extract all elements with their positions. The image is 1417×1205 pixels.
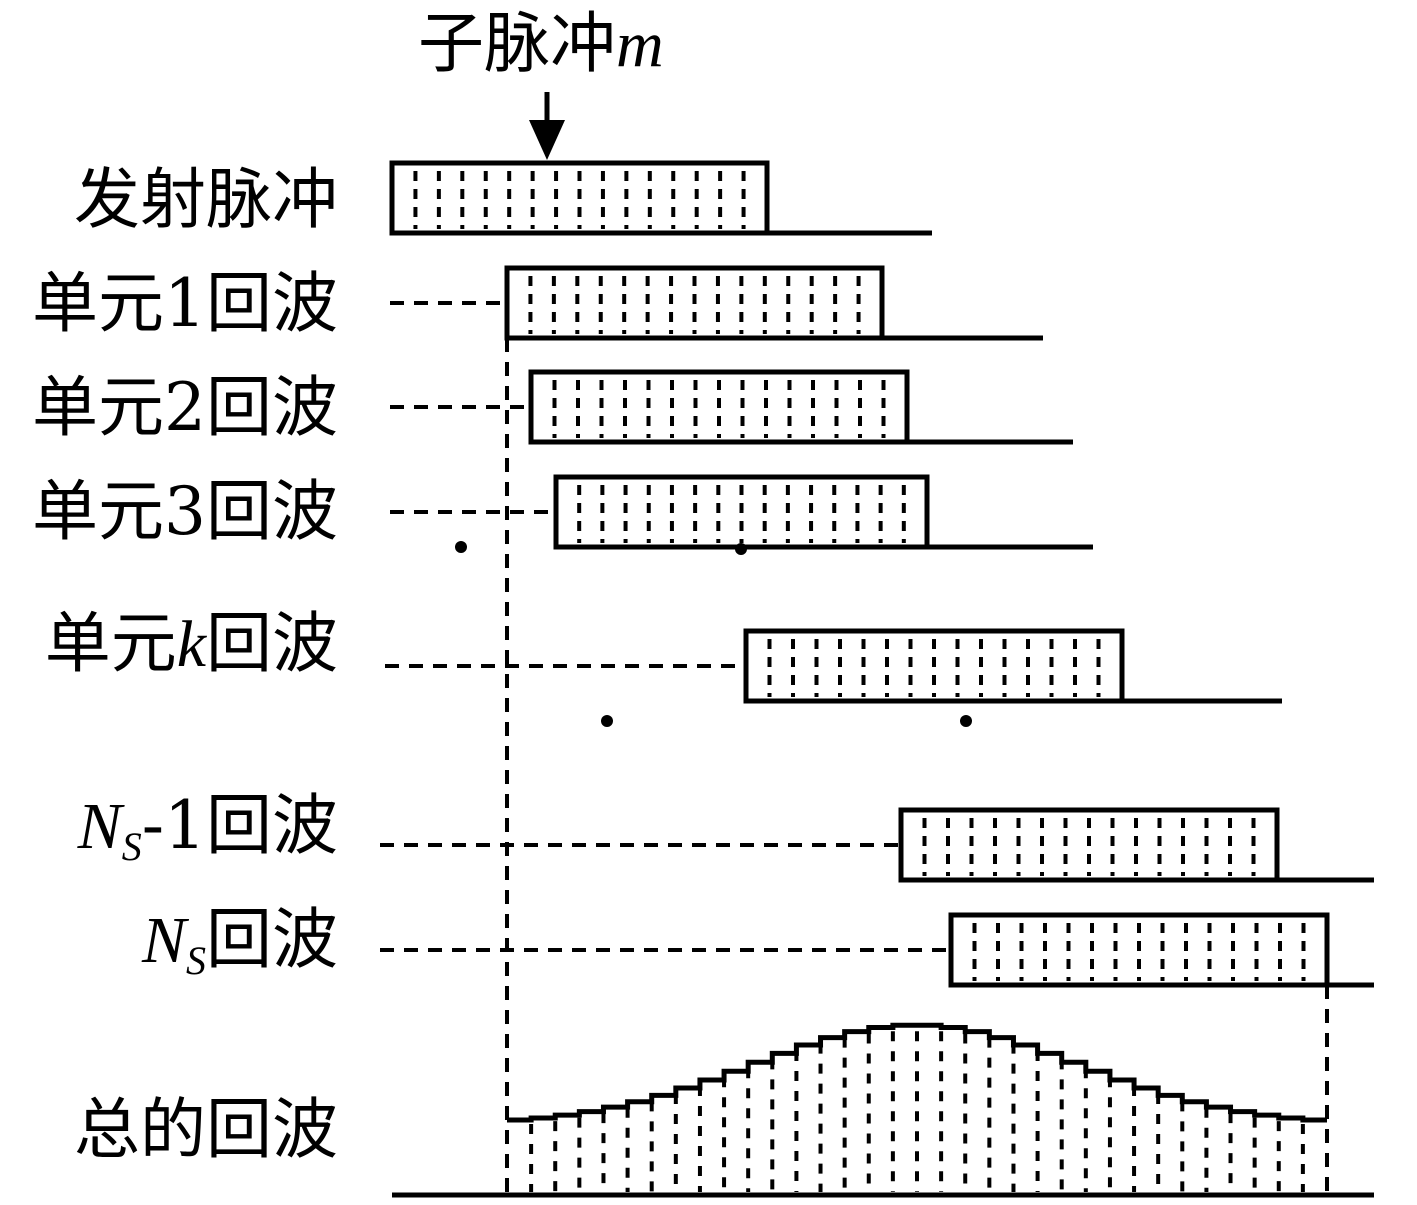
ellipsis-dot [601, 715, 613, 727]
label-unit2: 单元2回波 [32, 369, 338, 446]
pulse-unitk [385, 628, 1282, 704]
pulse-transmit [389, 160, 932, 236]
title-var: m [616, 8, 664, 81]
pulse-box [898, 807, 1280, 883]
label-transmit: 发射脉冲 [74, 161, 338, 238]
pulse-unit3 [390, 474, 1093, 550]
ellipsis-dot [455, 541, 467, 553]
subpulse-arrow-icon [529, 92, 565, 160]
ellipsis-dot [960, 715, 972, 727]
title-label: 子脉冲m [418, 5, 664, 82]
pulse-box [389, 160, 770, 236]
pulse-box [743, 628, 1125, 704]
pulse-box [504, 265, 885, 341]
pulse-unit1 [390, 265, 1043, 341]
label-ns-minus-1: NS-1回波 [77, 787, 338, 869]
pulse-ns [380, 912, 1374, 988]
label-unit3: 单元3回波 [32, 473, 338, 550]
pulse-ns-1 [380, 807, 1374, 883]
pulse-unit2 [390, 369, 1073, 445]
label-unit1: 单元1回波 [32, 265, 338, 342]
label-unitk: 单元k回波 [45, 605, 338, 682]
pulse-box [528, 369, 910, 445]
pulse-box [948, 912, 1330, 988]
label-ns: NS回波 [141, 901, 338, 983]
label-total: 总的回波 [74, 1091, 338, 1168]
title-prefix: 子脉冲 [418, 5, 616, 82]
ellipsis-dot [735, 543, 747, 555]
